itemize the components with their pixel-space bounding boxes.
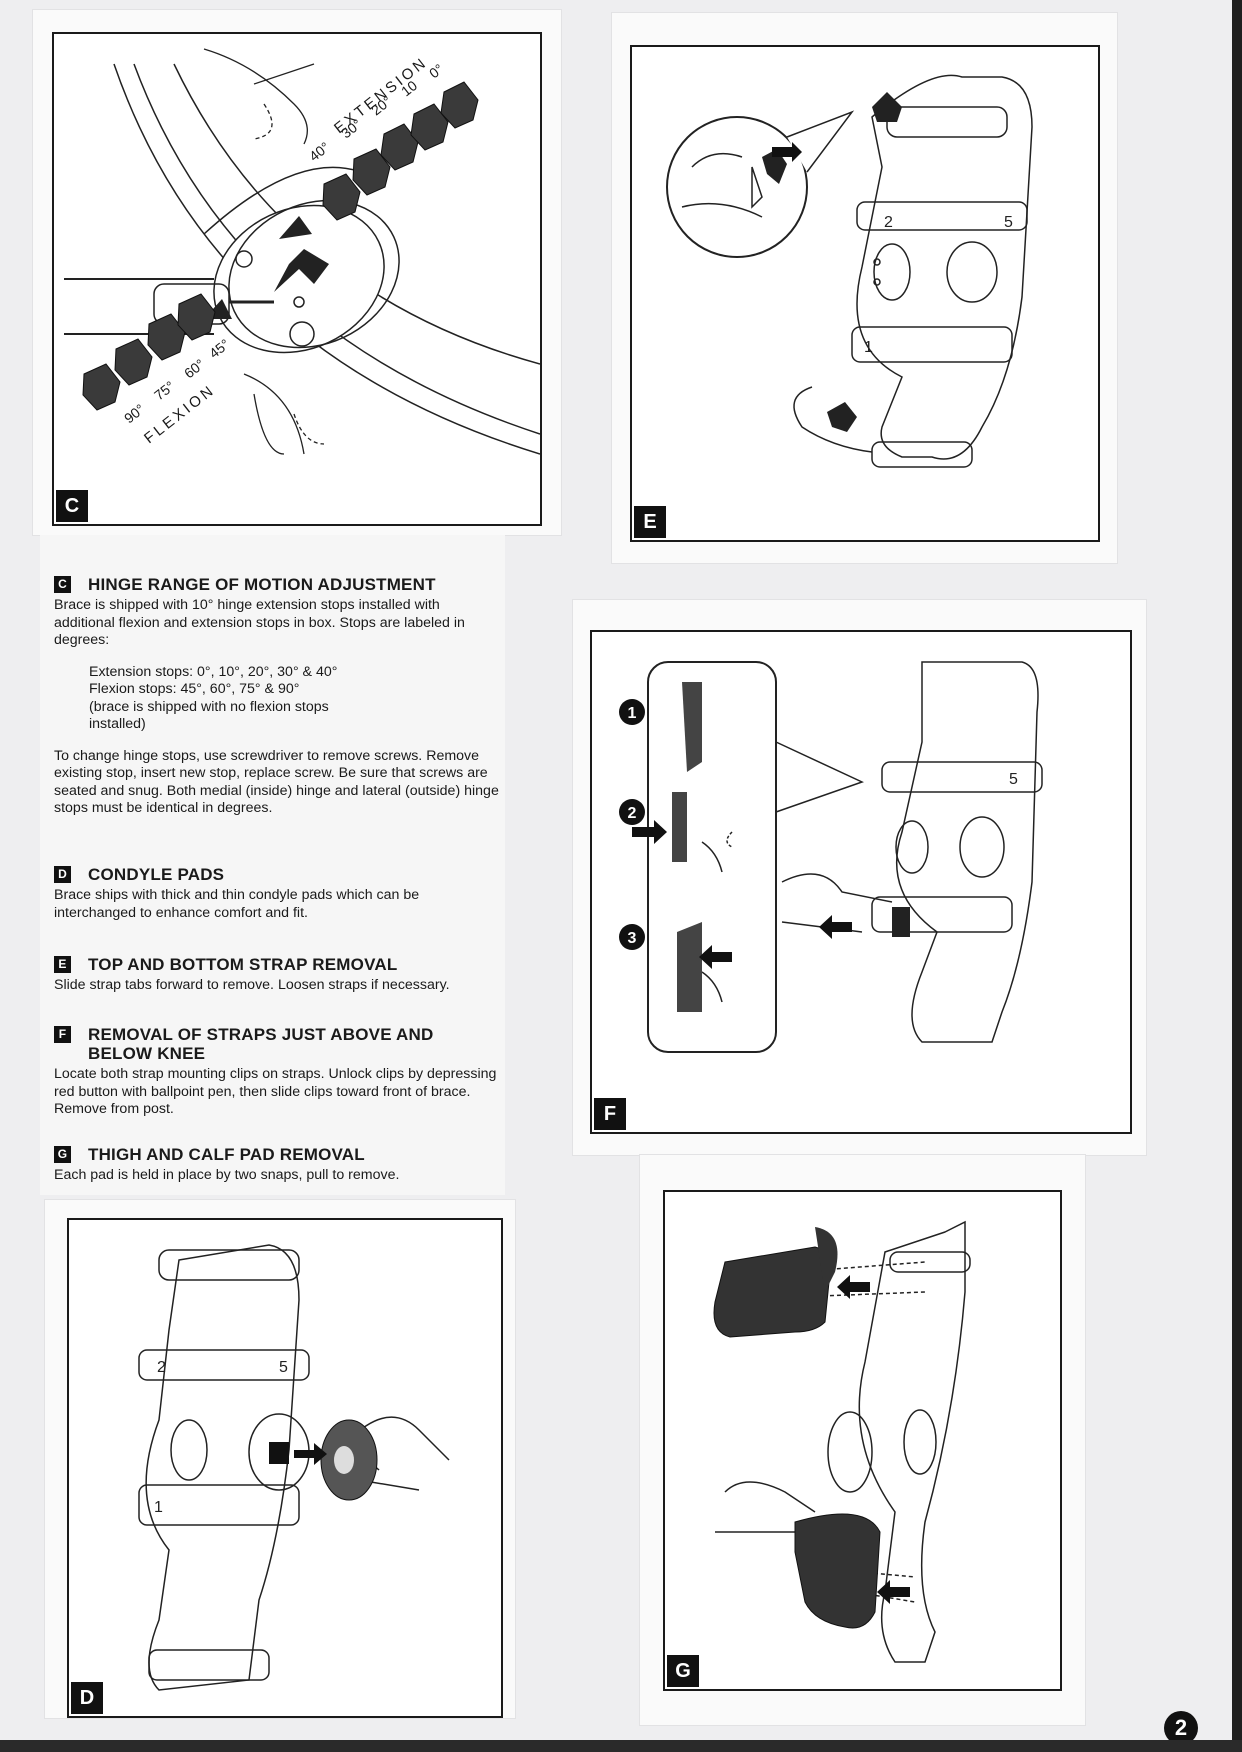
section-strap-removal: E TOP AND BOTTOM STRAP REMOVAL Slide str… [54,955,504,995]
figure-f-clip-removal: 1 2 3 5 F [590,630,1132,1134]
extension-degree: 0° [426,61,446,82]
section-hinge-range: C HINGE RANGE OF MOTION ADJUSTMENT Brace… [54,575,504,818]
section-title-line: BELOW KNEE [88,1044,206,1063]
strap-number: 2 [884,214,893,231]
figure-g-tag: G [667,1655,699,1687]
section-heading: F REMOVAL OF STRAPS JUST ABOVE AND BELOW… [54,1025,504,1063]
extension-stops-line: Extension stops: 0°, 10°, 20°, 30° & 40° [89,663,338,680]
strap-clip-illustration: 1 2 3 5 [619,661,1043,1053]
figure-c-hinge-stops: EXTENSION 40° 30° 20° 10 0° 90° 75° 60° … [52,32,542,526]
instructions-column: C HINGE RANGE OF MOTION ADJUSTMENT Brace… [40,535,505,1195]
section-body: Slide strap tabs forward to remove. Loos… [54,977,450,993]
figure-g-pad-removal: G [663,1190,1062,1691]
figure-e-tag: E [634,506,666,538]
flexion-stops-line: Flexion stops: 45°, 60°, 75° & 90° [89,681,300,697]
section-body: Brace is shipped with 10° hinge extensio… [54,597,465,648]
brace-top-strap-illustration: 2 5 1 [666,74,1033,468]
thigh-calf-pad-illustration [713,1220,971,1663]
section-heading: C HINGE RANGE OF MOTION ADJUSTMENT [54,575,504,594]
section-title: REMOVAL OF STRAPS JUST ABOVE AND BELOW K… [88,1025,434,1063]
flexion-degree: 90° [121,401,148,427]
flexion-degree: 75° [151,378,178,404]
page-number: 2 [1164,1711,1198,1745]
figure-e-strap-removal: 2 5 1 E [630,45,1100,542]
strap-number: 5 [1004,214,1013,231]
section-title: TOP AND BOTTOM STRAP REMOVAL [88,955,398,974]
section-pad-removal: G THIGH AND CALF PAD REMOVAL Each pad is… [54,1145,504,1185]
section-heading: G THIGH AND CALF PAD REMOVAL [54,1145,504,1164]
section-heading: D CONDYLE PADS [54,865,504,884]
flexion-degree: 45° [206,336,233,362]
section-title: CONDYLE PADS [88,865,225,884]
section-letter: F [54,1026,71,1043]
condyle-pad-illustration: 5 2 1 [138,1244,450,1691]
flexion-degree: 60° [181,356,208,382]
extension-degree: 40° [306,139,333,165]
figure-d-tag: D [71,1682,103,1714]
section-condyle-pads: D CONDYLE PADS Brace ships with thick an… [54,865,504,922]
step-number: 1 [628,705,637,722]
section-title: THIGH AND CALF PAD REMOVAL [88,1145,365,1164]
section-knee-straps: F REMOVAL OF STRAPS JUST ABOVE AND BELOW… [54,1025,504,1119]
section-letter: G [54,1146,71,1163]
figure-d-condyle-pads: 5 2 1 D [67,1218,503,1718]
strap-number: 5 [1009,771,1018,788]
section-instructions: To change hinge stops, use screwdriver t… [54,747,499,817]
section-heading: E TOP AND BOTTOM STRAP REMOVAL [54,955,504,974]
step-number: 3 [628,930,637,947]
figure-c-tag: C [56,490,88,522]
scanner-edge [0,1740,1242,1752]
strap-number: 1 [864,339,873,356]
section-title: HINGE RANGE OF MOTION ADJUSTMENT [88,575,436,594]
scanner-edge [1232,0,1242,1752]
section-body: Brace ships with thick and thin condyle … [54,887,420,921]
section-letter: D [54,866,71,883]
section-letter: C [54,576,71,593]
shipping-note-line: (brace is shipped with no flexion stops … [89,698,329,733]
section-title-line: REMOVAL OF STRAPS JUST ABOVE AND [88,1025,434,1044]
hinge-stops-illustration: EXTENSION 40° 30° 20° 10 0° 90° 75° 60° … [64,48,540,455]
strap-number: 5 [279,1359,288,1376]
figure-f-tag: F [594,1098,626,1130]
strap-number: 2 [157,1359,166,1376]
section-body: Locate both strap mounting clips on stra… [54,1066,497,1117]
step-number: 2 [628,805,637,822]
strap-number: 1 [154,1499,163,1516]
section-body: Each pad is held in place by two snaps, … [54,1167,400,1183]
section-letter: E [54,956,71,973]
stop-list: Extension stops: 0°, 10°, 20°, 30° & 40°… [54,664,504,734]
